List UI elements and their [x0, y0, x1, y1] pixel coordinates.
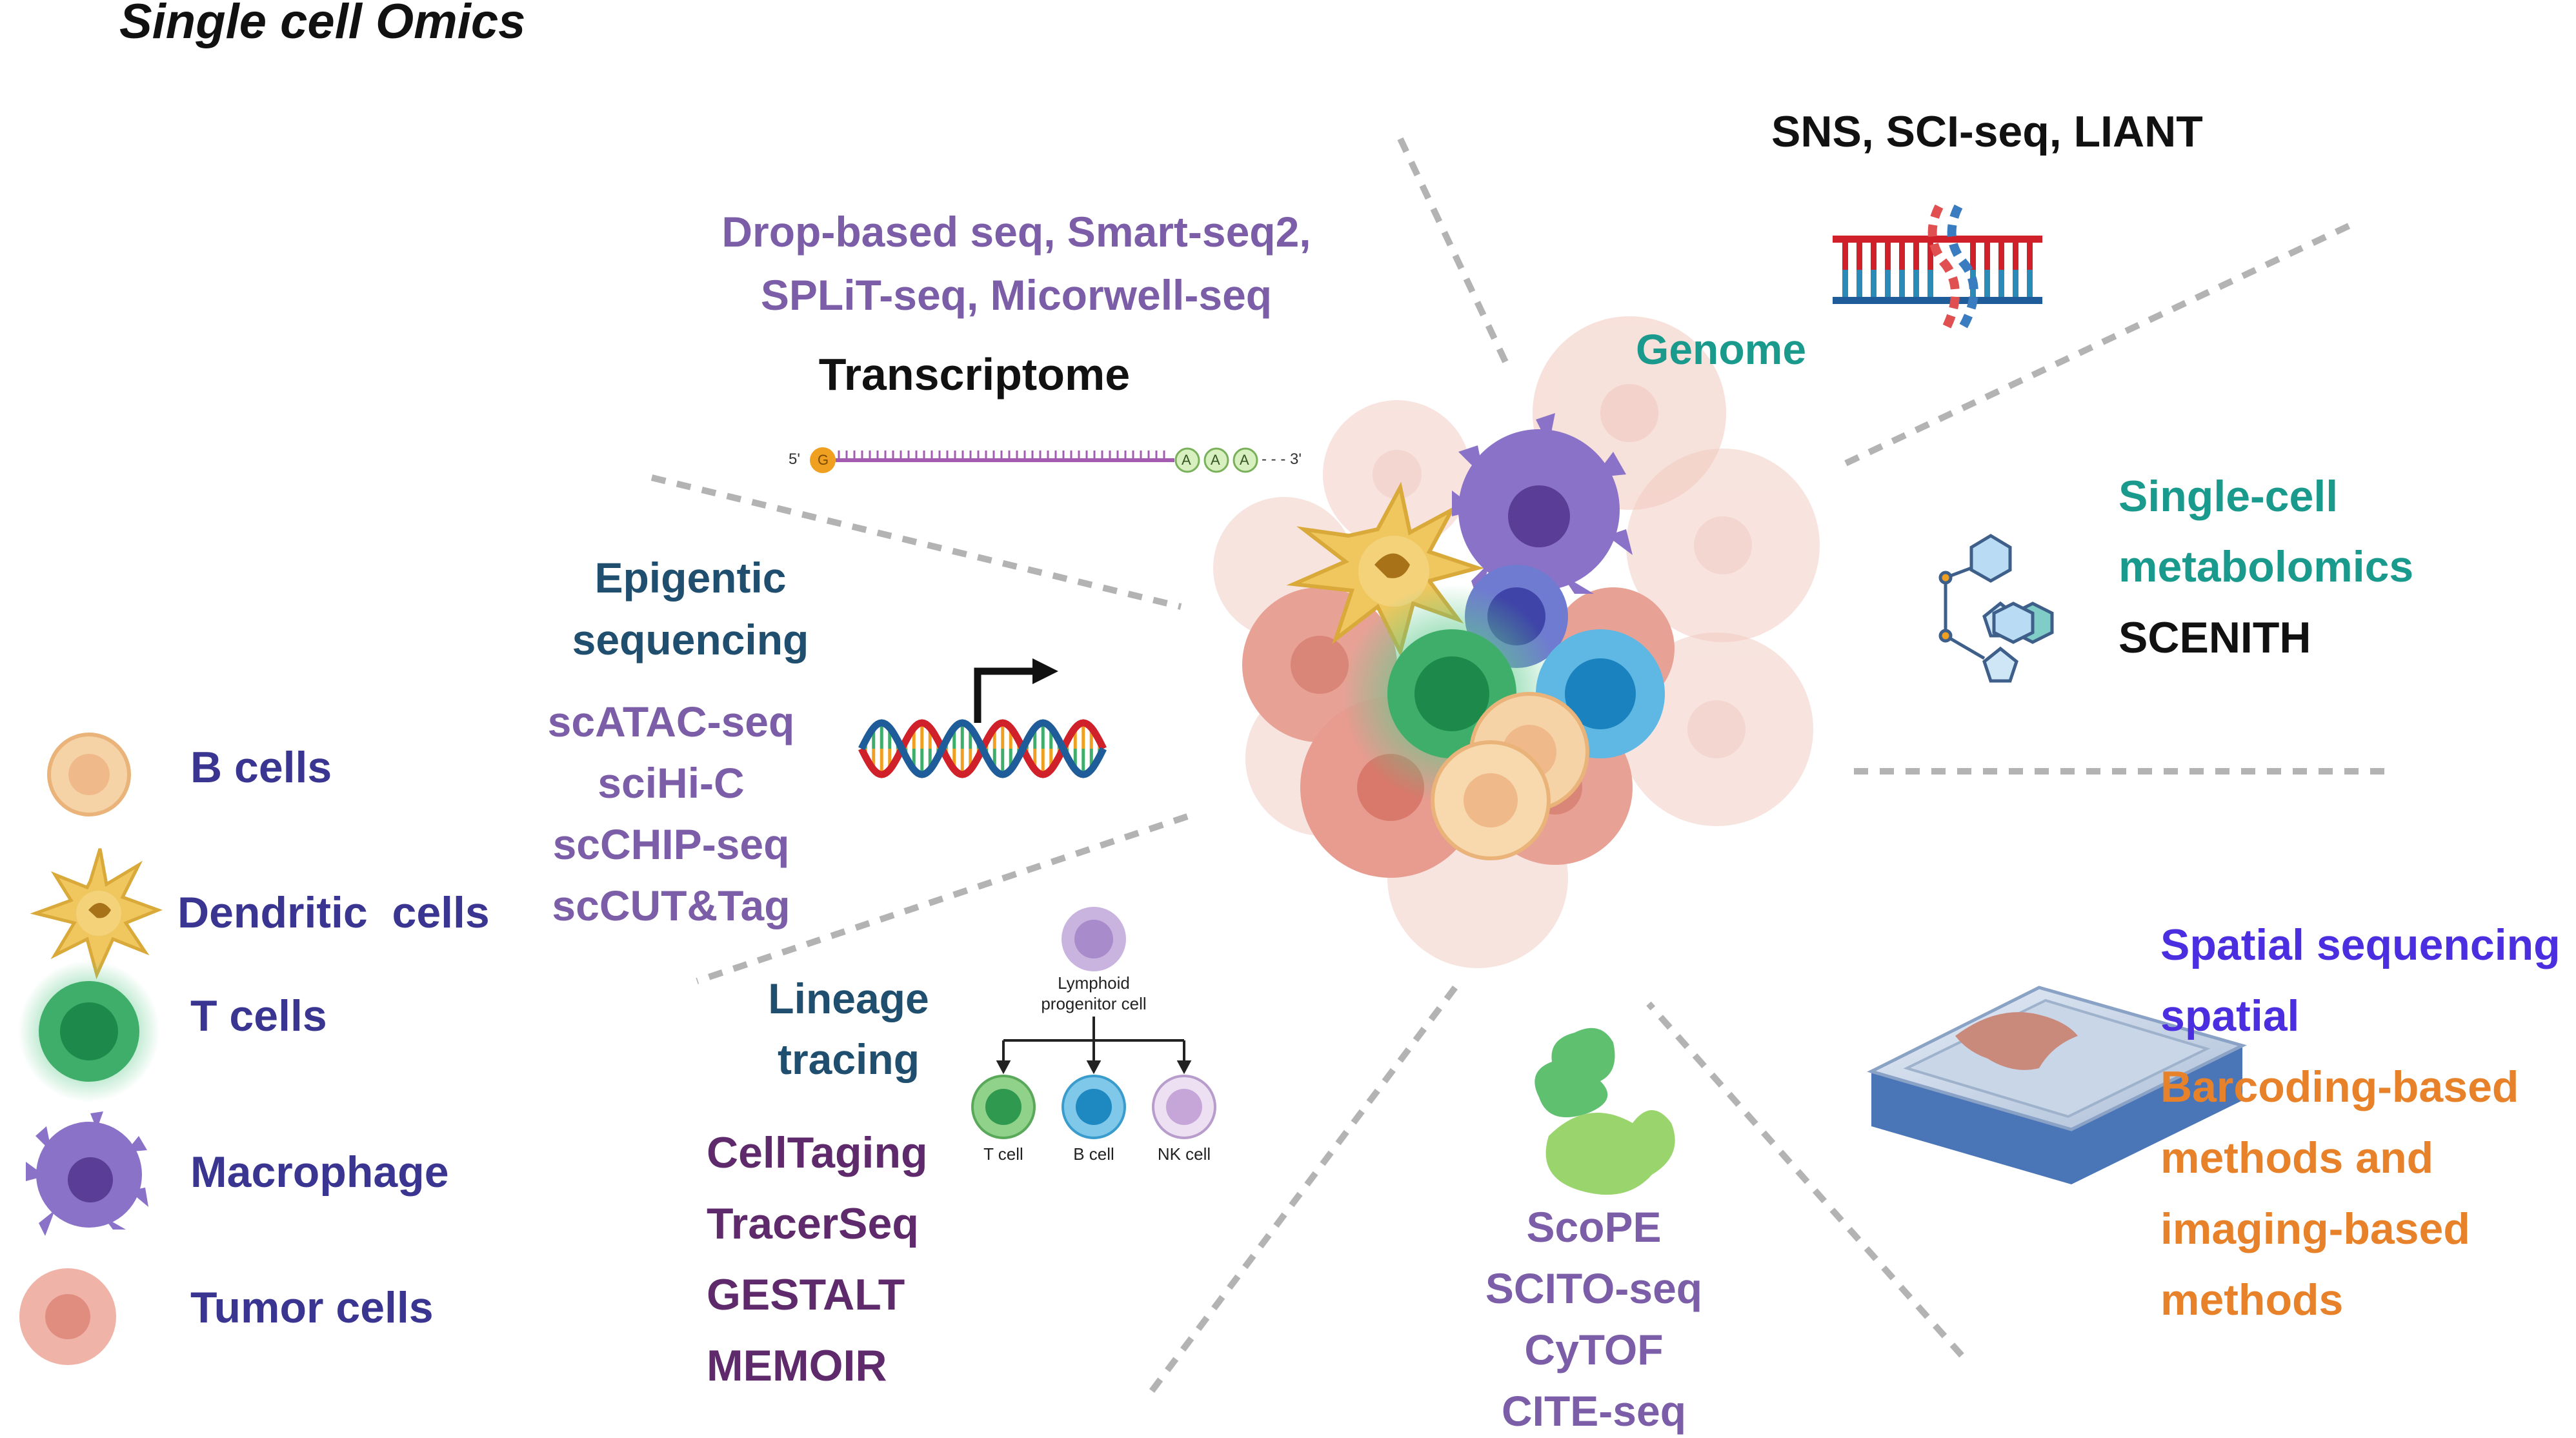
mrna-poly-a-label: A: [1240, 452, 1249, 468]
tumor-cell-icon: [1626, 449, 1820, 642]
divider-line: [1646, 1001, 1964, 1358]
protein-icon: [1535, 1028, 1675, 1195]
dendritic-cell-icon: [30, 848, 163, 980]
transcriptome-methods-line1: Drop-based seq, Smart-seq2,: [721, 208, 1311, 256]
transcriptome-title: Transcriptome: [818, 349, 1131, 400]
tissue-section-icon: [1955, 1012, 2078, 1070]
legend-label-b-cells: B cells: [190, 743, 332, 792]
dna-replication-icon: [1833, 204, 2042, 332]
spatial-line: methods: [2160, 1275, 2344, 1324]
tumor-cell-icon: [19, 1268, 116, 1365]
t-cell-icon: [18, 960, 160, 1102]
figure-title: Single cell Omics: [119, 0, 526, 49]
lineage-title-line2: tracing: [777, 1035, 920, 1083]
proteome-method: SCITO-seq: [1485, 1264, 1703, 1312]
mrna-strand-icon: [810, 447, 1258, 473]
legend-label-macrophage: Macrophage: [190, 1148, 449, 1197]
spatial-line: imaging-based: [2160, 1204, 2470, 1253]
divider-line: [650, 474, 1182, 610]
lineage-method: TracerSeq: [707, 1199, 919, 1248]
lineage-child-label: T cell: [983, 1144, 1023, 1164]
proteome-method: CyTOF: [1524, 1326, 1664, 1373]
lineage-method: MEMOIR: [707, 1341, 887, 1390]
b-cell-icon: [47, 733, 131, 816]
spatial-line: methods and: [2160, 1133, 2434, 1182]
spatial-line: spatial: [2160, 991, 2300, 1040]
mrna-five-prime-label: 5': [789, 451, 800, 468]
b-cell-icon: [1431, 740, 1551, 860]
metabolite-molecule-icon: [1938, 534, 2054, 683]
transcription-arrow-icon: [974, 667, 1036, 723]
tumor-cell-icon: [1323, 400, 1471, 549]
section-dividers: [650, 137, 2384, 1393]
macrophage-icon: [1452, 413, 1633, 600]
divider-line: [1397, 137, 1510, 367]
nk-cell-icon: [1152, 1075, 1216, 1139]
metabolomics-method: SCENITH: [2118, 613, 2311, 662]
proteome-method: ScoPE: [1526, 1203, 1662, 1251]
spatial-line: Barcoding-based: [2160, 1062, 2519, 1111]
divider-line: [1834, 223, 2351, 471]
transcriptome-methods-line2: SPLiT-seq, Micorwell-seq: [760, 271, 1273, 319]
lineage-method: GESTALT: [707, 1270, 905, 1319]
epigenetic-method: scCUT&Tag: [552, 882, 790, 929]
spatial-slide-icon: [1867, 986, 2247, 1184]
spatial-line: Spatial sequencing: [2160, 920, 2561, 969]
legend-icons: [18, 733, 163, 1365]
proteome-method: CITE-seq: [1501, 1387, 1687, 1435]
cell-cluster: [1213, 316, 1820, 968]
epigenetic-method: sciHi-C: [598, 759, 745, 807]
legend-label-tumor-cells: Tumor cells: [190, 1283, 434, 1332]
lineage-child-label: B cell: [1073, 1144, 1114, 1164]
epigenetic-method: scCHIP-seq: [552, 820, 790, 868]
epigenetic-method: scATAC-seq: [547, 698, 795, 745]
metabolomics-title-line1: Single-cell: [2118, 472, 2339, 521]
mrna-poly-a-label: A: [1211, 452, 1220, 468]
genome-methods: SNS, SCI-seq, LIANT: [1771, 107, 2203, 156]
mrna-three-prime-label: - - - 3': [1262, 451, 1302, 468]
lineage-method: CellTaging: [707, 1128, 928, 1177]
mrna-cap-label: G: [818, 452, 829, 468]
dna-helix-icon: [858, 658, 1107, 778]
t-cell-icon: [971, 1075, 1036, 1139]
mrna-poly-a-label: A: [1182, 452, 1191, 468]
lineage-tree-diagram: [971, 907, 1216, 1139]
tumor-cell-icon: [1620, 633, 1813, 826]
metabolomics-title-line2: metabolomics: [2118, 542, 2414, 591]
legend-label-t-cells: T cells: [190, 991, 327, 1040]
macrophage-icon: [26, 1111, 148, 1236]
divider-line: [1149, 985, 1458, 1393]
lineage-title-line1: Lineage: [768, 975, 929, 1022]
lineage-root-label-line1: Lymphoid: [1058, 973, 1130, 993]
b-cell-icon: [1062, 1075, 1126, 1139]
divider-line: [696, 813, 1189, 984]
genome-title: Genome: [1636, 325, 1807, 373]
lineage-root-label-line2: progenitor cell: [1041, 994, 1147, 1013]
dendritic-cell-icon: [1286, 481, 1485, 658]
legend-label-dendritic-cells: Dendritic cells: [177, 888, 490, 937]
epigenetic-title-line1: Epigentic: [594, 554, 787, 602]
lineage-child-label: NK cell: [1157, 1144, 1211, 1164]
epigenetic-title-line2: sequencing: [572, 616, 809, 663]
